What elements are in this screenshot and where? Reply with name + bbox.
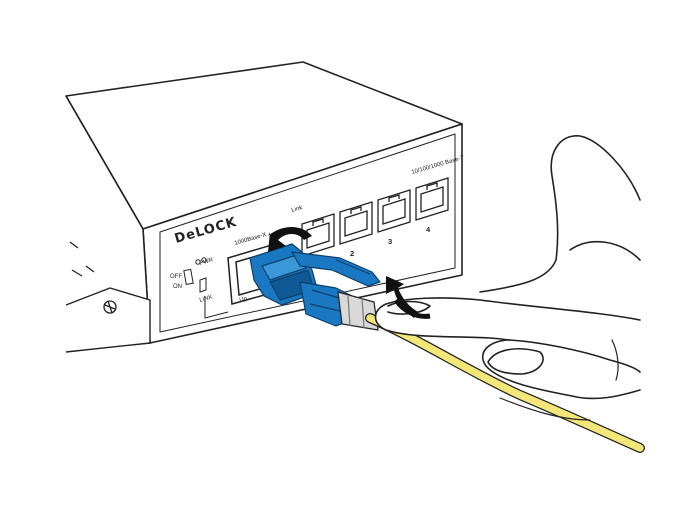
link-label: LINK [199,294,213,303]
power-label: PWR [199,257,215,267]
ethernet-port-1[interactable] [301,213,335,257]
power-led-icon [195,259,201,265]
ethernet-link-label: Link [291,205,304,214]
switch-off-label: OFF [170,274,182,280]
ethernet-port-2[interactable] [339,201,373,245]
hand [374,135,641,421]
port-number-2: 2 [350,249,354,258]
latch-lever[interactable] [291,251,381,287]
curved-arrow-icon [386,276,431,319]
port-number-4: 4 [426,225,431,234]
ethernet-port-4[interactable] [415,177,449,221]
sfp-lower-label: Up [239,296,249,304]
dip-switch[interactable] [183,268,194,285]
switch-on-label: ON [173,284,182,290]
ethernet-port-3[interactable] [377,189,411,233]
link-led-icon [201,257,207,263]
fiber-cable [365,313,645,453]
port-number-3: 3 [388,237,392,246]
status-indicators [183,257,229,319]
screw-icon [103,300,117,314]
ethernet-ports [301,177,449,257]
curved-arrow-icon [268,227,312,252]
